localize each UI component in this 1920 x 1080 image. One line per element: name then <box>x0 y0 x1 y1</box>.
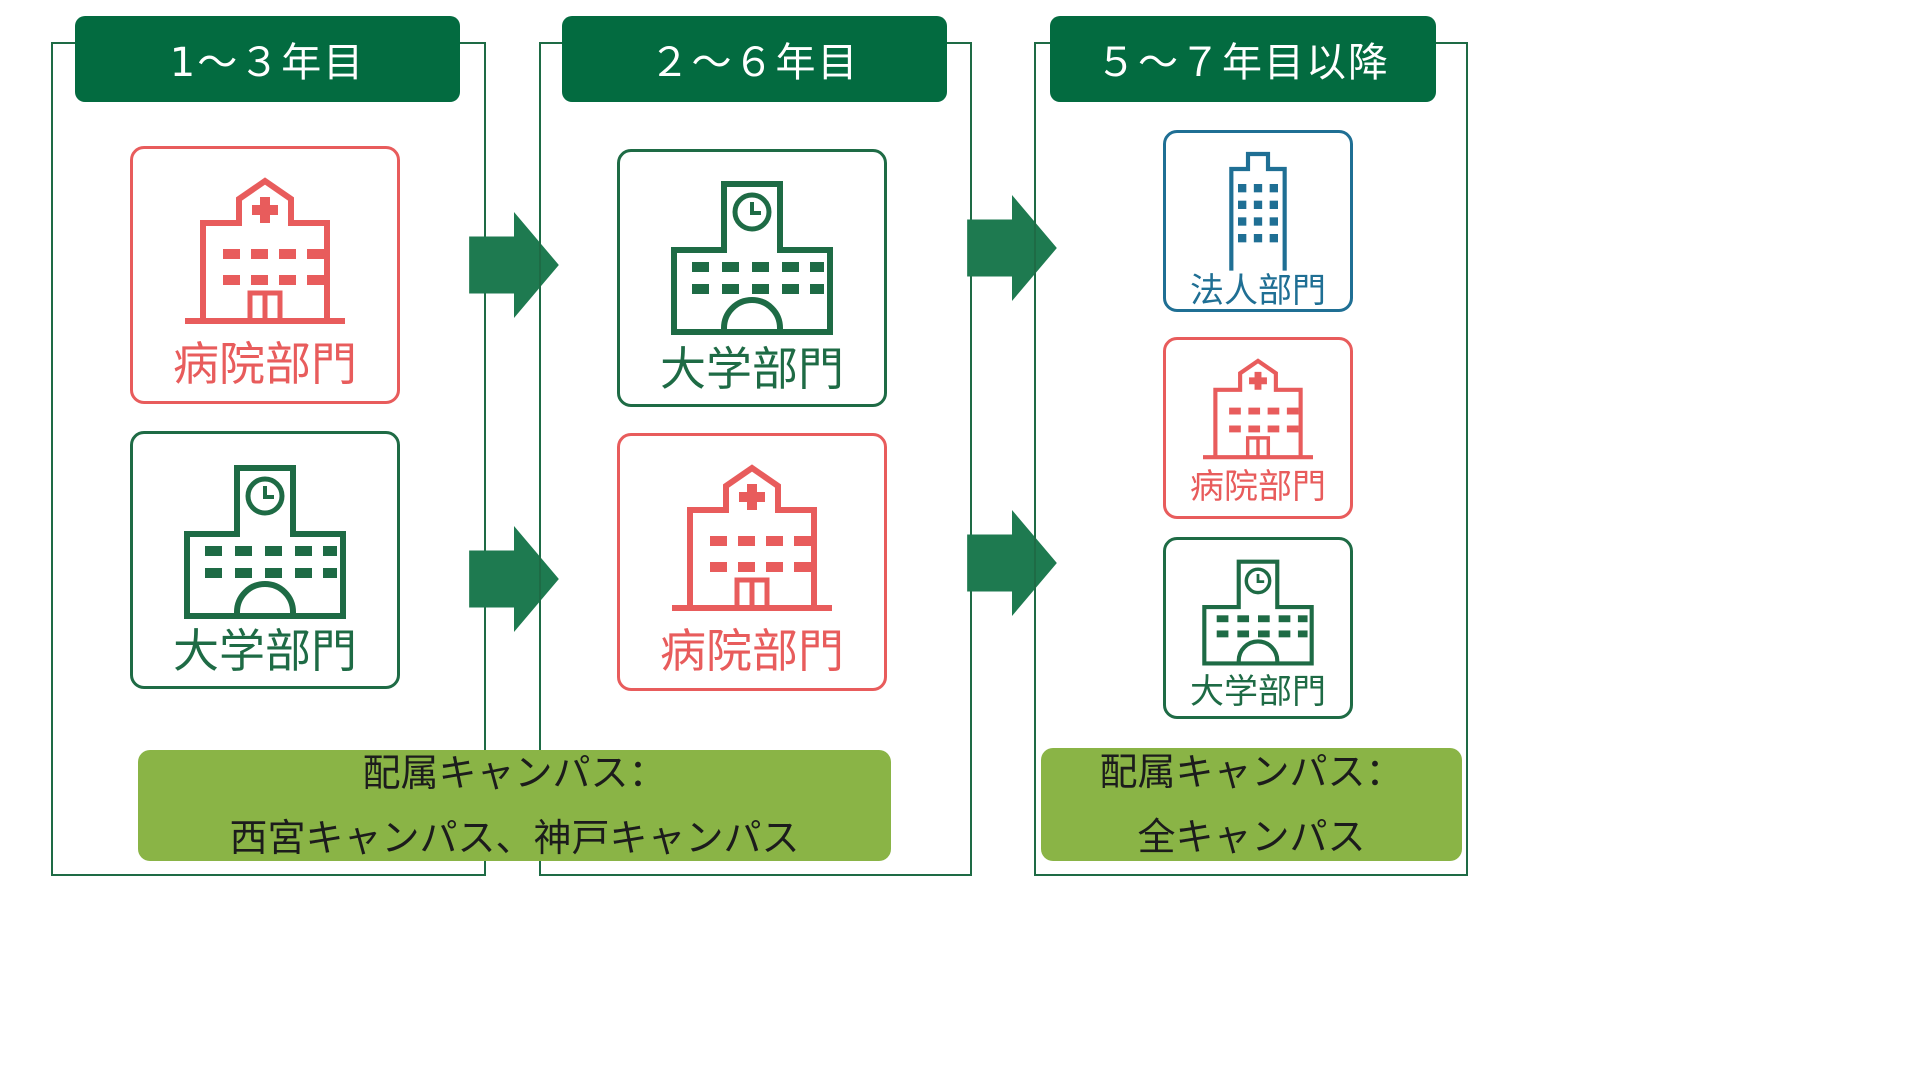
card-label: 大学部門 <box>660 342 844 396</box>
card-label: 大学部門 <box>1190 672 1326 712</box>
university-icon <box>1196 552 1320 669</box>
stage-3-hospital-card: 病院部門 <box>1163 337 1353 519</box>
card-label: 病院部門 <box>660 624 844 678</box>
hospital-icon <box>1196 354 1320 464</box>
stage-1-header: 1～３年目 <box>75 16 460 102</box>
stage-3-header: ５～７年目以降 <box>1050 16 1436 102</box>
stage-2-university-card: 大学部門 <box>617 149 887 407</box>
campus-box-title: 配属キャンパス： <box>1099 749 1404 794</box>
stage-3-corporate-card: 法人部門 <box>1163 130 1353 312</box>
stage-2-header: ２～６年目 <box>562 16 947 102</box>
card-label: 病院部門 <box>1190 467 1326 507</box>
card-label: 病院部門 <box>173 337 357 391</box>
office-building-icon <box>1213 149 1303 274</box>
campus-box-campuses: 全キャンパス <box>1137 814 1366 859</box>
stage-1-hospital-card: 病院部門 <box>130 146 400 404</box>
stage-2-hospital-card: 病院部門 <box>617 433 887 691</box>
campus-box-1: 配属キャンパス： 西宮キャンパス、神戸キャンパス <box>138 750 891 861</box>
card-label: 大学部門 <box>173 624 357 678</box>
card-label: 法人部門 <box>1190 271 1326 311</box>
campus-box-2: 配属キャンパス： 全キャンパス <box>1041 748 1462 861</box>
hospital-icon <box>662 458 842 618</box>
campus-box-title: 配属キャンパス： <box>362 750 667 795</box>
stage-3-university-card: 大学部門 <box>1163 537 1353 719</box>
campus-box-campuses: 西宮キャンパス、神戸キャンパス <box>229 815 800 860</box>
stage-1-university-card: 大学部門 <box>130 431 400 689</box>
hospital-icon <box>175 171 355 331</box>
university-icon <box>662 170 842 340</box>
university-icon <box>175 454 355 624</box>
